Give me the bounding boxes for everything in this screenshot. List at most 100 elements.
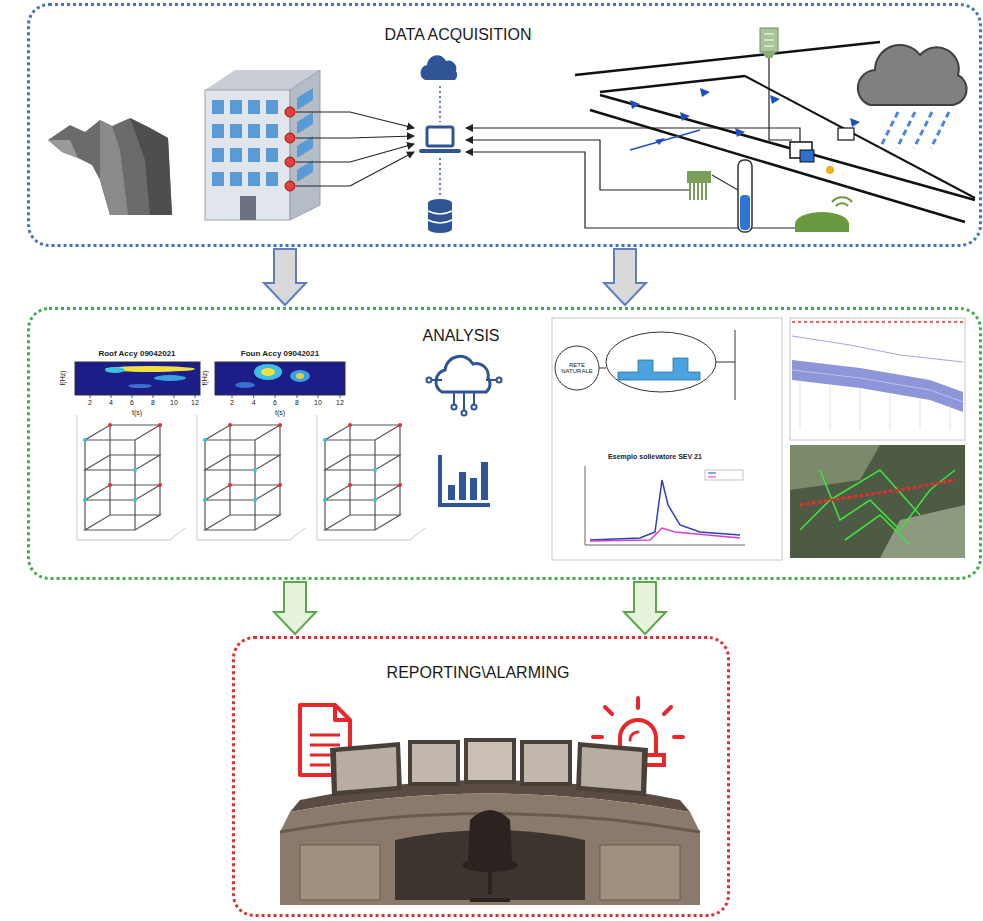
analysis-icons: [427, 356, 502, 505]
control-room-console-part: [468, 810, 512, 860]
frame-models-part: [77, 415, 185, 540]
reporting-panel: REPORTING\ALARMING: [232, 636, 730, 917]
tick-label: 12: [191, 399, 199, 406]
channel-illustration-part: [590, 110, 965, 222]
weather-sensors-part: [712, 175, 738, 190]
building-illustration-part: [212, 88, 313, 186]
cliff-illustration-part: [130, 118, 172, 215]
analysis-panel: ANALYSIS: [27, 307, 982, 580]
satellite-map: [790, 445, 965, 558]
building-illustration-part-part: [266, 100, 278, 114]
control-room-console-part: [408, 740, 460, 786]
profile-chart-part: [792, 321, 963, 323]
weather-sensors-part: [738, 160, 752, 232]
channel-illustration: [575, 42, 975, 222]
spectrogram-plots-part: [154, 375, 186, 381]
control-room-console: [280, 738, 700, 905]
computing-icons-part: [428, 199, 452, 207]
control-room-console-part: [581, 747, 642, 791]
report-figure-part: [552, 318, 782, 560]
building-illustration-part-part: [285, 157, 295, 167]
building-illustration-part: [285, 107, 295, 191]
control-room-console-part: [464, 738, 516, 784]
analysis-icons-part: [497, 378, 502, 383]
channel-illustration-part: [575, 42, 880, 75]
plot-title: Foun Accy 09042021: [241, 350, 319, 358]
report-figure-part: [599, 368, 606, 369]
building-illustration-part-part: [266, 148, 278, 162]
channel-illustration-part: [600, 76, 745, 92]
flow-arrow: [604, 249, 646, 305]
tick-label: 4: [252, 399, 256, 406]
computing-icons-part: [428, 225, 452, 233]
building-illustration-part-part: [266, 124, 278, 138]
cliff-illustration-part: [48, 140, 78, 158]
flow-arrow: [264, 249, 306, 305]
cliff-illustration-part: [48, 118, 172, 215]
analysis-icons-part: [436, 356, 490, 392]
channel-illustration-part-part: [770, 95, 780, 104]
building-illustration-part-part: [230, 172, 242, 186]
chart-title: Esempio sollevatore SEV 21: [608, 453, 702, 460]
sensor-wires-part: [296, 112, 414, 128]
channel-illustration-part: [630, 130, 700, 150]
control-room-console-part: [462, 858, 518, 872]
frame-models: [77, 415, 425, 540]
building-illustration-part-part: [230, 148, 242, 162]
building-illustration-part-part: [285, 133, 295, 143]
tick-label: 8: [151, 399, 155, 406]
computing-icons-part: [439, 86, 441, 196]
building-illustration-part-part: [230, 124, 242, 138]
analysis-icons-part: [432, 380, 496, 410]
analysis-icons-part: [452, 405, 457, 410]
axis-label: t(s): [132, 409, 142, 416]
flow-arrow: [624, 582, 666, 634]
computing-icons: [421, 55, 459, 233]
tick-label: 2: [88, 399, 92, 406]
cliff-illustration-part: [100, 120, 128, 215]
channel-illustration-part-part: [700, 88, 710, 97]
analysis-icons-part: [472, 405, 477, 410]
tick-label: 10: [170, 399, 178, 406]
building-illustration-part: [205, 90, 290, 220]
satellite-map-part: [880, 505, 965, 558]
channel-illustration-part: [630, 88, 860, 145]
spectrogram-plots-part: [90, 395, 340, 398]
plot-title: Roof Accy 09042021: [98, 350, 175, 358]
building-illustration-part-part: [230, 100, 242, 114]
satellite-map-part: [800, 480, 955, 505]
weather-sensors-part-part: [914, 112, 932, 148]
control-room-console-part: [330, 742, 402, 796]
weather-sensors-part-part: [897, 112, 915, 148]
channel-illustration-part: [600, 95, 975, 200]
control-room-console-part: [520, 740, 572, 786]
channel-illustration-part-part: [735, 128, 745, 137]
building-illustration-part-part: [266, 172, 278, 186]
spectrogram-plots-part: [105, 367, 125, 373]
channel-illustration-part-part: [680, 112, 690, 121]
frame-models-part: [197, 415, 305, 540]
building-illustration-part-part: [212, 148, 224, 162]
tick-label: 12: [336, 399, 344, 406]
satellite-map-part: [800, 470, 955, 545]
building-illustration-part-part: [212, 100, 224, 114]
profile-chart-part: [792, 336, 963, 362]
channel-illustration-part: [838, 128, 854, 140]
report-figure-part: [716, 330, 735, 400]
building-illustration-part-part: [212, 124, 224, 138]
building-illustration-part-part: [297, 88, 313, 182]
computing-icons-part: [428, 211, 452, 223]
spectrogram-plots-part: [254, 364, 282, 380]
spectrogram-plots-part: [261, 368, 275, 376]
control-room-console-part: [412, 744, 456, 782]
building-illustration-part-part: [248, 100, 260, 114]
control-room-console-part: [576, 742, 648, 796]
report-figure-part: [708, 477, 716, 478]
axis-label: t(s): [275, 409, 285, 416]
spectrogram-plots-part: [290, 370, 310, 382]
flow-arrow: [274, 582, 316, 634]
profile-chart-part: [800, 380, 950, 430]
report-figure-part: [708, 473, 716, 474]
building-illustration-part-part: [248, 124, 260, 138]
